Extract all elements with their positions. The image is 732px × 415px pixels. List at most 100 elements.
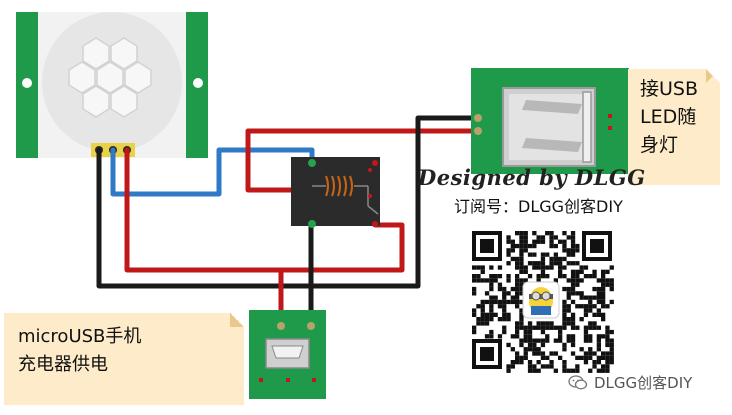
qr-module xyxy=(583,355,589,360)
qr-module xyxy=(540,274,546,279)
qr-module xyxy=(484,321,490,326)
qr-module xyxy=(588,321,593,326)
qr-module xyxy=(562,368,567,373)
qr-module xyxy=(523,334,528,339)
qr-avatar xyxy=(522,281,560,319)
qr-module xyxy=(566,295,571,300)
qr-module xyxy=(553,368,558,373)
qr-module xyxy=(609,342,614,348)
qr-module xyxy=(558,256,563,262)
qr-module xyxy=(510,239,515,244)
qr-module xyxy=(583,312,589,317)
qr-module xyxy=(588,299,593,305)
qr-module xyxy=(596,295,601,300)
qr-module xyxy=(583,329,589,335)
power-note: microUSB手机 充电器供电 xyxy=(4,313,244,405)
qr-module xyxy=(566,261,571,266)
qr-module xyxy=(605,338,610,343)
qr-module xyxy=(596,286,601,292)
qr-module xyxy=(549,256,554,262)
qr-module xyxy=(489,278,494,283)
qr-module xyxy=(540,256,546,262)
qr-module xyxy=(566,252,571,257)
qr-module xyxy=(523,338,528,343)
qr-module xyxy=(562,360,567,365)
qr-module xyxy=(558,261,563,266)
qr-module xyxy=(605,351,610,356)
qr-module xyxy=(502,286,507,292)
qr-module xyxy=(510,347,515,352)
qr-module xyxy=(579,278,584,283)
qr-module xyxy=(570,252,576,257)
qr-module xyxy=(489,295,494,300)
qr-module xyxy=(575,278,580,283)
qr-module xyxy=(583,295,589,300)
qr-module xyxy=(536,368,541,373)
qr-module xyxy=(527,347,533,352)
qr-module xyxy=(515,243,520,249)
qr-module xyxy=(523,265,528,270)
qr-module xyxy=(523,325,528,330)
qr-module xyxy=(553,325,558,330)
qr-module xyxy=(519,317,524,322)
qr-module xyxy=(592,269,597,274)
qr-module xyxy=(549,360,554,365)
qr-module xyxy=(605,329,610,335)
qr-module xyxy=(515,304,520,309)
qr-module xyxy=(605,325,610,330)
qr-module xyxy=(497,317,503,322)
qr-module xyxy=(553,278,558,283)
qr-module xyxy=(583,338,589,343)
qr-module xyxy=(570,231,576,236)
qr-module xyxy=(536,351,541,356)
qr-module xyxy=(506,312,511,317)
qr-module xyxy=(510,256,515,262)
qr-module xyxy=(532,351,537,356)
qr-module xyxy=(545,338,550,343)
qr-module xyxy=(536,325,541,330)
qr-module xyxy=(480,321,485,326)
qr-module xyxy=(605,334,610,339)
qr-module xyxy=(583,334,589,339)
qr-module xyxy=(549,321,554,326)
qr-module xyxy=(588,368,593,373)
qr-module xyxy=(506,248,511,253)
qr-module xyxy=(476,317,481,322)
qr-module xyxy=(536,338,541,343)
qr-module xyxy=(540,338,546,343)
qr-module xyxy=(523,351,528,356)
qr-module xyxy=(596,308,601,313)
qr-module xyxy=(601,291,606,296)
qr-module xyxy=(553,261,558,266)
qr-module xyxy=(570,274,576,279)
qr-module xyxy=(592,321,597,326)
qr-module xyxy=(583,308,589,313)
qr-module xyxy=(579,295,584,300)
qr-module xyxy=(562,317,567,322)
power-note-line-2: 充电器供电 xyxy=(18,354,108,375)
qr-module xyxy=(523,248,528,253)
usb-note-line-1: 接USB xyxy=(640,78,699,100)
qr-module xyxy=(570,321,576,326)
qr-module xyxy=(605,355,610,360)
qr-module xyxy=(497,299,503,305)
qr-module xyxy=(570,286,576,292)
qr-module xyxy=(588,325,593,330)
usb-female-port xyxy=(502,87,596,167)
qr-module xyxy=(489,329,494,335)
qr-module xyxy=(558,334,563,339)
qr-module xyxy=(480,269,485,274)
qr-module xyxy=(601,355,606,360)
qr-module xyxy=(493,299,498,305)
qr-module xyxy=(540,269,546,274)
qr-module xyxy=(532,342,537,348)
qr-module xyxy=(596,355,601,360)
qr-module xyxy=(588,338,593,343)
qr-module xyxy=(527,274,533,279)
qr-module xyxy=(562,248,567,253)
qr-module xyxy=(502,291,507,296)
qr-module xyxy=(558,325,563,330)
qr-module xyxy=(489,274,494,279)
qr-module xyxy=(472,274,477,279)
qr-module xyxy=(562,243,567,249)
